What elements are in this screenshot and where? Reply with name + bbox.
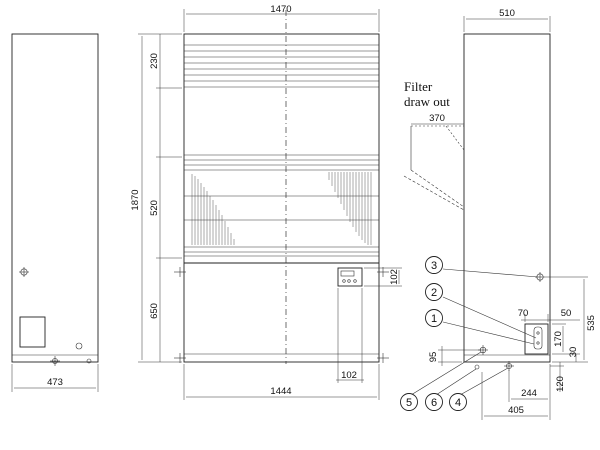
control-button-icon (353, 279, 357, 283)
leader-5 (410, 351, 482, 396)
callout-3: 3 (425, 256, 443, 274)
right-side-body (463, 33, 551, 363)
control-button-icon (347, 279, 351, 283)
top-grille (184, 44, 379, 88)
pipe-slot (533, 326, 543, 350)
leader-1 (442, 321, 535, 345)
callout-5: 5 (400, 393, 418, 411)
leader-2 (442, 296, 537, 339)
front-fixing-marks (174, 267, 389, 363)
callout-2-label: 2 (431, 287, 437, 299)
leader-6 (435, 368, 477, 396)
callout-4-label: 4 (455, 397, 461, 409)
pipe-hole-icon (536, 331, 540, 335)
dim-230: 230 (149, 53, 160, 69)
callout-4: 4 (449, 393, 467, 411)
pipe-hole-icon (536, 341, 540, 345)
base-hole-icon (474, 364, 480, 370)
dim-535: 535 (586, 315, 597, 331)
dim-370: 370 (429, 113, 445, 124)
front-view: 1470 1444 1870 230 520 650 102 102 (130, 4, 402, 400)
dim-1870: 1870 (130, 189, 141, 210)
dim-120: 120 (555, 376, 566, 392)
dim-95: 95 (428, 352, 439, 363)
control-panel (337, 267, 363, 287)
dim-244: 244 (521, 388, 537, 399)
filter-label-line2: draw out (404, 94, 450, 109)
dim-510: 510 (499, 8, 515, 19)
callout-5-label: 5 (406, 397, 412, 409)
callout-6-label: 6 (431, 397, 437, 409)
left-side-body (11, 33, 99, 363)
middle-grille (184, 154, 379, 257)
callout-1: 1 (425, 309, 443, 327)
filter-outline (403, 125, 465, 211)
callout-6: 6 (425, 393, 443, 411)
dim-170: 170 (553, 331, 564, 347)
dim-520: 520 (149, 200, 160, 216)
dim-405: 405 (508, 405, 524, 416)
control-display (340, 270, 355, 277)
filter-label-line1: Filter (404, 79, 433, 94)
pipe-connection-box (524, 323, 549, 355)
dim-473: 473 (47, 377, 63, 388)
dim-50: 50 (561, 308, 572, 319)
left-coil-hatch (191, 174, 235, 245)
control-button-icon (342, 279, 346, 283)
dim-102-horizontal: 102 (341, 370, 357, 381)
control-panel-box (337, 267, 363, 287)
left-small-port-icon (86, 358, 92, 364)
left-electrical-box (19, 316, 46, 348)
dim-30: 30 (568, 347, 579, 358)
callout-3-label: 3 (431, 260, 437, 272)
leader-3 (442, 268, 539, 278)
left-drain-crosshair-icon (50, 356, 60, 366)
dim-1444: 1444 (270, 386, 291, 397)
callout-2: 2 (425, 283, 443, 301)
callout-1-label: 1 (431, 313, 437, 325)
right-coil-hatch (328, 172, 372, 245)
front-body (183, 33, 380, 363)
dim-650: 650 (149, 303, 160, 319)
leader-4 (459, 367, 509, 396)
left-mount-crosshair-icon (19, 267, 29, 277)
base-crosshair-icon (504, 361, 514, 371)
left-pipe-port-icon (75, 342, 83, 350)
left-side-view: 473 (11, 33, 99, 392)
right-side-view: 510 Filter draw out 370 (400, 8, 597, 420)
dim-1470: 1470 (270, 4, 291, 15)
dim-102-vertical: 102 (389, 269, 400, 285)
dim-70: 70 (518, 308, 529, 319)
